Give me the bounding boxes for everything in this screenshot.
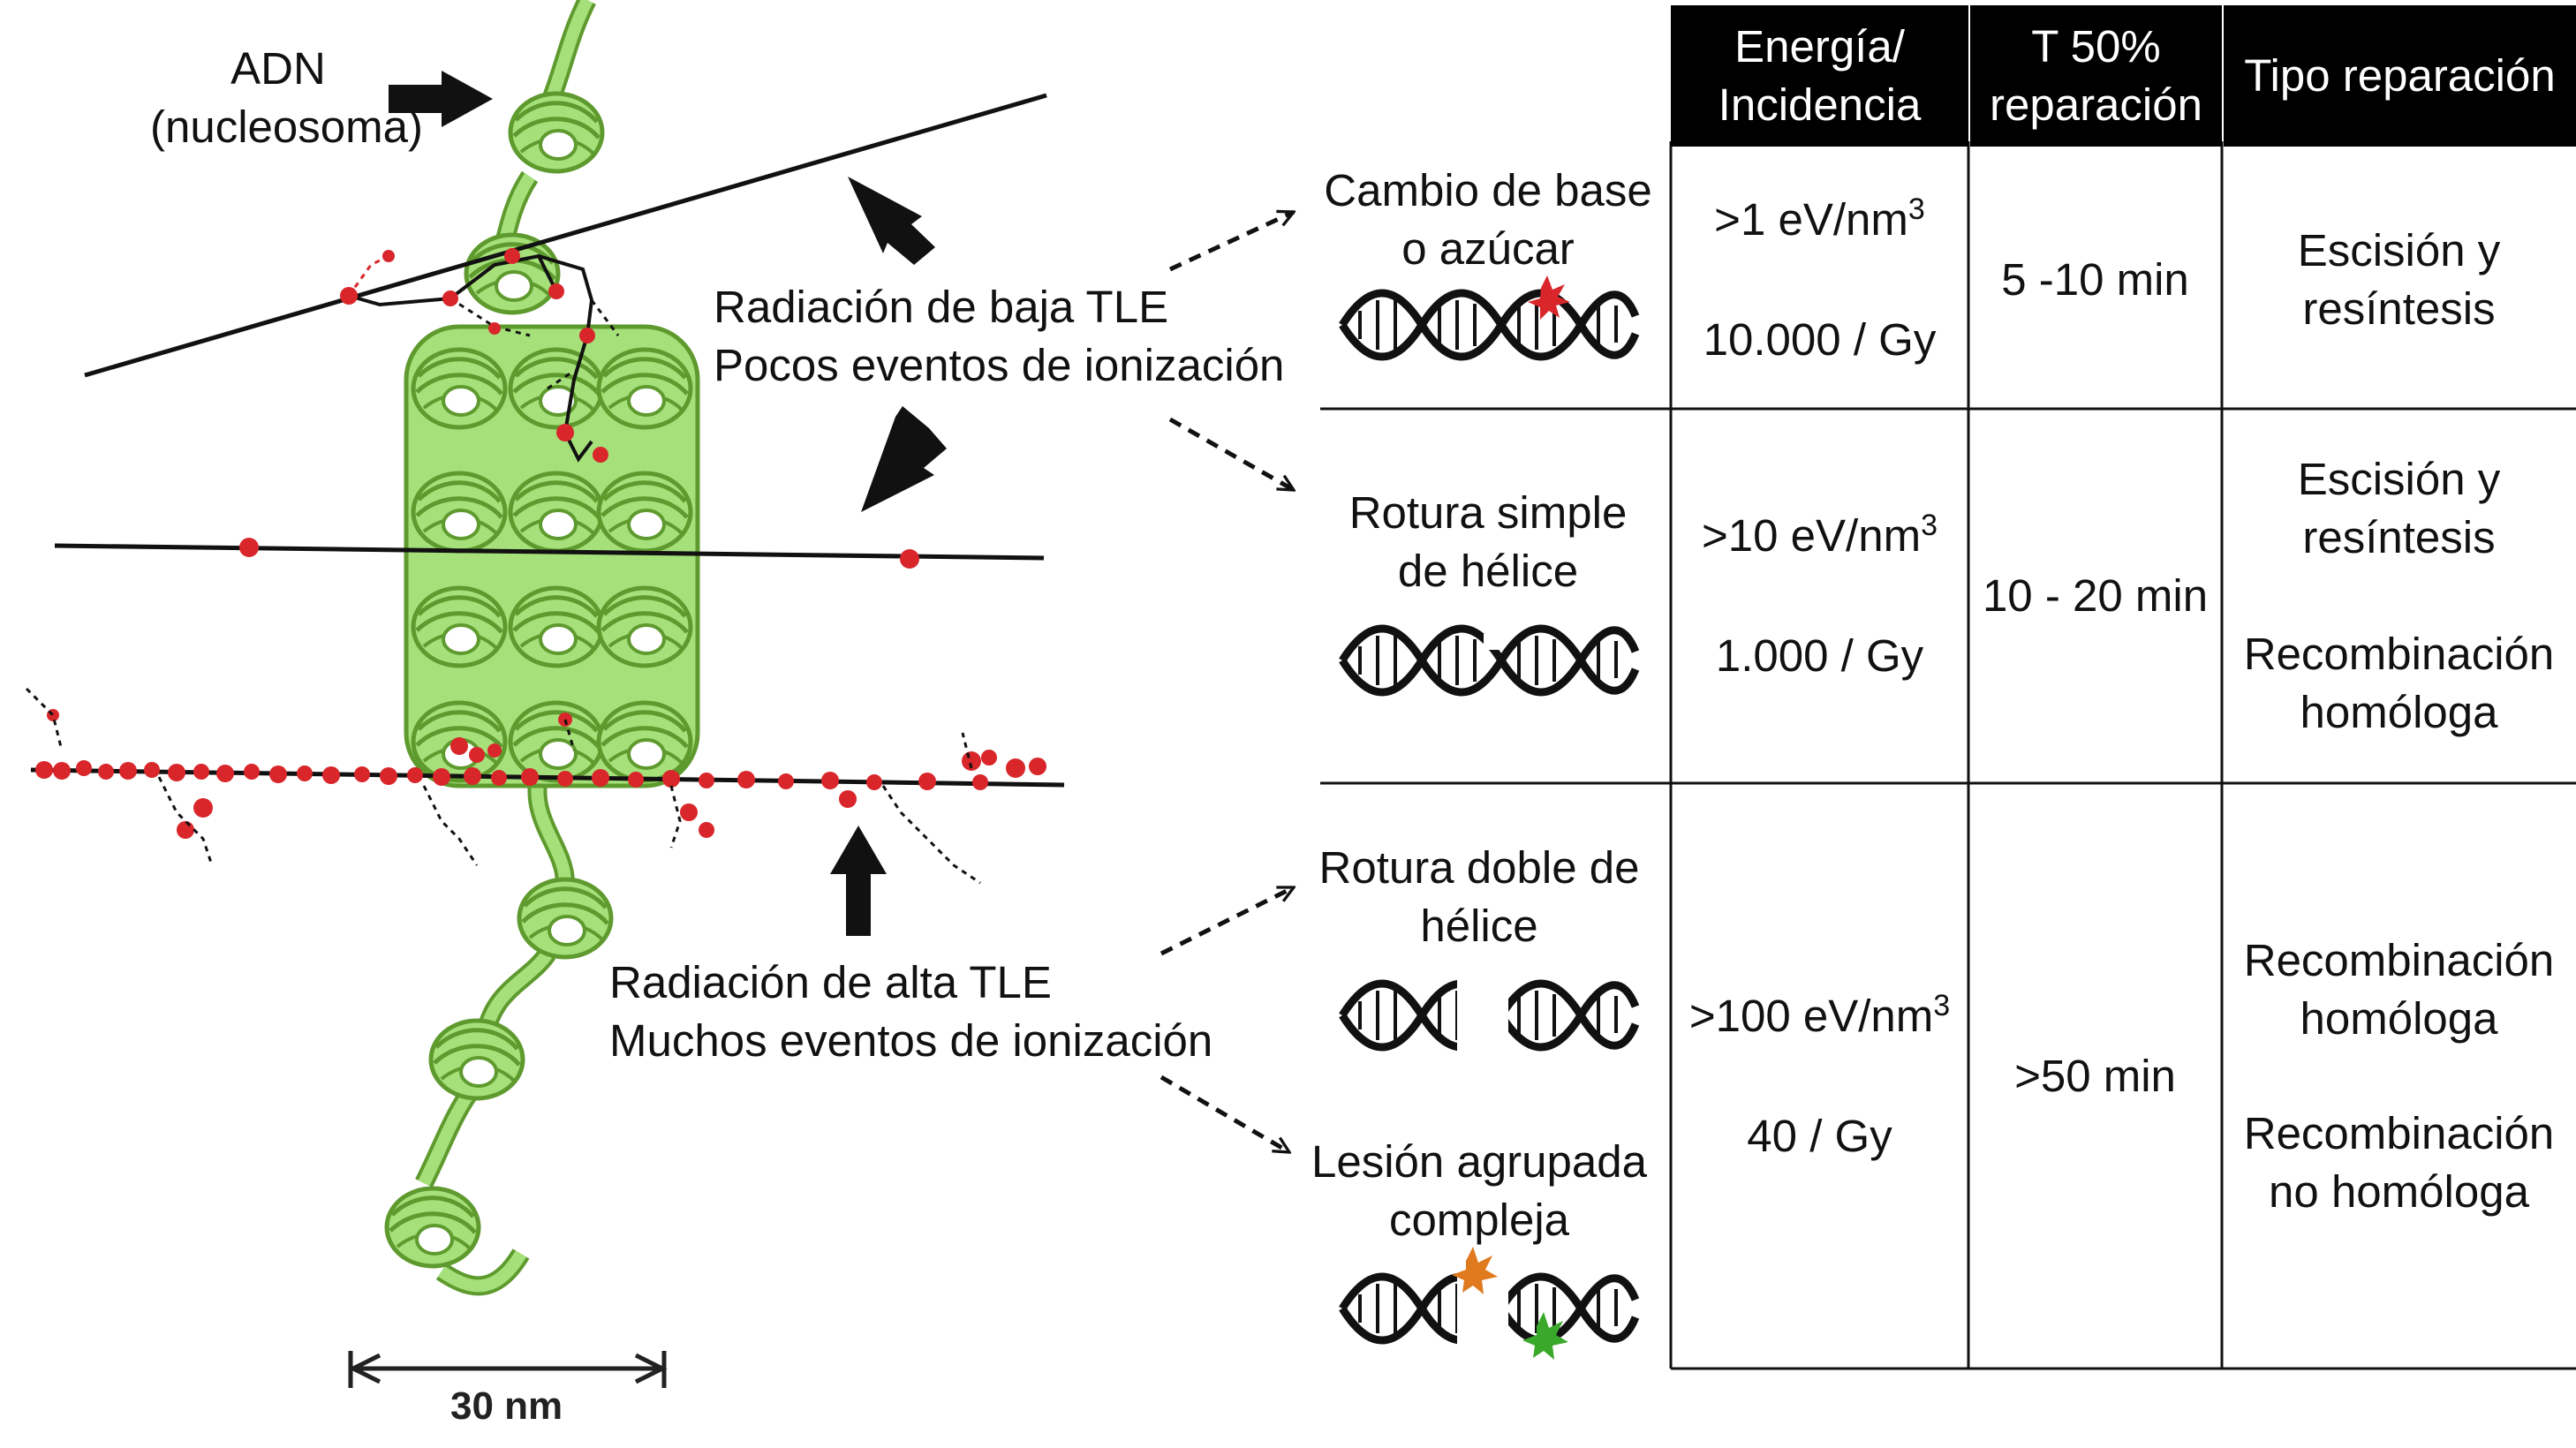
row1-time-cell: 5 -10 min (1968, 150, 2222, 409)
lesion-label-line1: Lesión agrupada (1311, 1136, 1647, 1187)
repair-line: resíntesis (2302, 283, 2496, 334)
header-line1: T 50% (2031, 21, 2161, 72)
lesion-label-line2: hélice (1420, 901, 1538, 951)
repair-line: homóloga (2300, 687, 2498, 737)
dna-icon-base-change (1342, 275, 1635, 357)
table-grid (1320, 141, 2576, 1370)
repair-line: resíntesis (2302, 512, 2496, 562)
row2-energy-cell: >10 eV/nm3 1.000 / Gy (1671, 409, 1968, 783)
dna-label-line1: ADN (230, 43, 326, 94)
lesion-double-strand-break: Rotura doble de hélice (1294, 839, 1665, 955)
energy-value: >10 eV/nm3 (1702, 509, 1938, 561)
high-let-label-line1: Radiación de alta TLE (609, 957, 1052, 1007)
lesion-label-line1: Cambio de base (1324, 165, 1652, 215)
lesion-label-line1: Rotura doble de (1318, 842, 1640, 893)
lesion-label-line2: de hélice (1397, 546, 1579, 596)
repair-line: Recombinación (2243, 1107, 2555, 1158)
scale-bar (348, 1351, 668, 1388)
row3-repair-cell: Recombinación homóloga Recombinación no … (2222, 783, 2576, 1369)
chromatin-fiber (387, 0, 700, 1296)
scale-label: 30 nm (450, 1384, 563, 1428)
dna-icon-single-strand-break (1342, 629, 1635, 692)
dna-icon-complex-lesion (1342, 1247, 1635, 1360)
low-let-label: Radiación de baja TLE Pocos eventos de i… (714, 278, 1284, 395)
header-repair-type: Tipo reparación (2224, 5, 2576, 147)
energy-value: >100 eV/nm3 (1688, 988, 1951, 1041)
row2-time-cell: 10 - 20 min (1968, 409, 2222, 783)
header-repair-time: T 50% reparación (1970, 5, 2222, 147)
header-energy-incidence: Energía/ Incidencia (1671, 5, 1968, 147)
energy-value: >1 eV/nm3 (1714, 192, 1925, 245)
low-let-label-line2: Pocos eventos de ionización (714, 340, 1285, 390)
radiation-tracks (25, 93, 1065, 885)
black-arrows (389, 71, 947, 936)
repair-line: homóloga (2300, 992, 2498, 1044)
lesion-label-line2: o azúcar (1401, 223, 1575, 274)
lesion-single-strand-break: Rotura simple de hélice (1303, 484, 1673, 600)
lesion-label-line1: Rotura simple (1348, 487, 1628, 538)
row1-energy-cell: >1 eV/nm3 10.000 / Gy (1671, 150, 1968, 409)
time-value: 10 - 20 min (1982, 570, 2209, 621)
header-line1: Tipo reparación (2244, 50, 2556, 101)
high-let-label-line2: Muchos eventos de ionización (609, 1015, 1213, 1066)
lesion-complex-cluster: Lesión agrupada compleja (1285, 1133, 1673, 1249)
incidence-value: 10.000 / Gy (1703, 313, 1937, 365)
time-value: >50 min (2014, 1050, 2176, 1101)
lesion-base-change: Cambio de base o azúcar (1303, 162, 1673, 278)
repair-line: Escisión y (2297, 224, 2501, 275)
row2-repair-cell: Escisión y resíntesis Recombinación homó… (2222, 409, 2576, 783)
lesion-label-line2: compleja (1388, 1195, 1570, 1245)
dna-label-line2: (nucleosoma) (150, 102, 423, 152)
incidence-value: 40 / Gy (1747, 1110, 1892, 1161)
high-let-ionizations (35, 709, 1046, 839)
low-let-label-line1: Radiación de baja TLE (714, 282, 1169, 332)
header-line2: Incidencia (1718, 79, 1922, 130)
repair-line: Recombinación (2243, 934, 2555, 985)
repair-line: Escisión y (2297, 454, 2501, 504)
row1-repair-cell: Escisión y resíntesis (2222, 150, 2576, 409)
high-let-label: Radiación de alta TLE Muchos eventos de … (609, 954, 1212, 1070)
header-line2: reparación (1990, 79, 2202, 130)
dna-icon-double-strand-break (1342, 967, 1635, 1064)
repair-line: no homóloga (2269, 1165, 2529, 1217)
row3-time-cell: >50 min (1968, 783, 2222, 1369)
incidence-value: 1.000 / Gy (1715, 630, 1924, 681)
low-let-ionizations (239, 248, 919, 569)
time-value: 5 -10 min (2001, 253, 2189, 305)
dna-label: ADN (nucleosoma) (150, 40, 423, 156)
dashed-arrows (1160, 209, 1294, 1155)
row3-energy-cell: >100 eV/nm3 40 / Gy (1671, 783, 1968, 1369)
repair-line: Recombinación (2243, 629, 2555, 679)
header-line1: Energía/ (1734, 21, 1905, 72)
